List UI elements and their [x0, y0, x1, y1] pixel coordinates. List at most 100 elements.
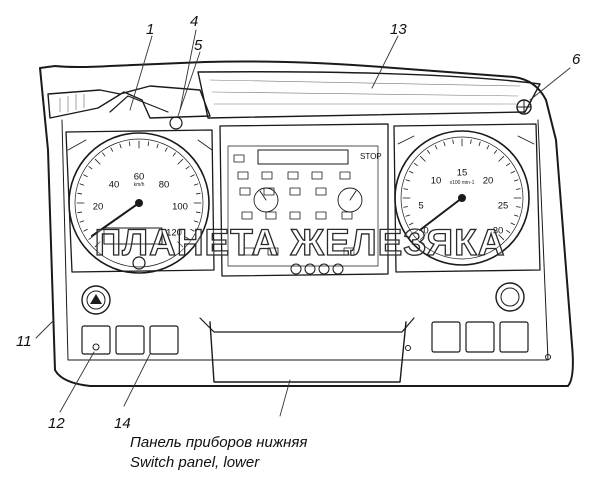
tachometer-hub — [458, 194, 466, 202]
tachometer-tick-label: 25 — [498, 201, 509, 212]
speedometer-hub — [135, 199, 143, 207]
dial-tick — [419, 155, 426, 162]
caption-english: Switch panel, lower — [130, 454, 260, 471]
right-round-switch — [495, 282, 525, 312]
tachometer-needle — [419, 197, 463, 231]
callout-4: 4 — [190, 13, 198, 30]
lower-panel-recess — [199, 317, 415, 333]
left-bracket-hatch — [59, 93, 85, 113]
dial-tick — [405, 214, 411, 217]
dial-tick — [77, 211, 83, 214]
dial-tick — [88, 166, 93, 170]
dial-tick — [515, 188, 521, 190]
dial-tick — [164, 147, 168, 152]
dial-tick — [403, 188, 409, 190]
dial-tick — [83, 228, 88, 232]
dial-tick — [478, 141, 481, 147]
leader-lines — [35, 29, 571, 417]
dial-tick — [156, 143, 159, 149]
hazard-switch-inner — [86, 290, 106, 310]
hood-shade — [209, 79, 521, 105]
panel-screw-right — [545, 354, 551, 360]
tachometer-tick-marks — [402, 138, 522, 241]
dial-tick — [193, 220, 199, 223]
tachometer-tick-label: 5 — [418, 201, 423, 212]
dial-tick — [413, 229, 418, 234]
dial-tick — [147, 141, 150, 147]
tachometer-tick-label: 0 — [423, 226, 428, 237]
speedo-bezel-slants — [67, 139, 213, 151]
housing-inner-outline — [61, 119, 549, 361]
dial-tick — [510, 170, 515, 174]
bottom-indicator-row — [290, 263, 344, 275]
tachometer-dial — [394, 130, 530, 266]
speedometer-tick-label: 80 — [159, 180, 170, 191]
dial-tick — [172, 152, 176, 157]
odometer-window — [103, 227, 163, 245]
speedometer-tick-marks — [76, 140, 202, 248]
center-display — [257, 149, 349, 165]
right-switch-block — [431, 321, 529, 353]
dial-tick — [177, 158, 184, 165]
dial-tick — [403, 206, 409, 208]
right-round-switch-inner — [500, 287, 520, 307]
dial-tick — [498, 234, 505, 241]
dial-tick — [443, 141, 446, 147]
lower-panel-tray — [209, 321, 407, 383]
dial-tick — [506, 162, 511, 167]
dial-tick — [94, 158, 101, 165]
speedo-bezel — [65, 129, 215, 273]
speedometer-inner-ring — [74, 138, 204, 268]
hood-cover — [197, 71, 541, 119]
callout-12: 12 — [48, 415, 65, 432]
center-module — [219, 123, 389, 277]
left-switch-block — [81, 325, 179, 355]
left-bracket — [47, 85, 211, 119]
callout-1: 1 — [146, 21, 154, 38]
dial-tick — [193, 183, 199, 186]
callout-14: 14 — [114, 415, 131, 432]
speedometer-tick-label: 100 — [172, 202, 188, 213]
dial-tick — [493, 149, 498, 154]
dial-tick — [498, 155, 505, 162]
dial-tick — [128, 141, 131, 147]
hazard-switch — [81, 285, 111, 315]
panel-light-icon — [92, 343, 100, 351]
indicator-cap — [169, 116, 183, 130]
mini-gauge-needles — [259, 190, 357, 201]
tacho-bezel-slants — [397, 135, 535, 145]
dial-tick — [452, 139, 454, 145]
dial-tick — [94, 241, 101, 248]
dial-tick — [79, 183, 85, 186]
stop-label: STOP — [360, 152, 382, 161]
dial-tick — [190, 228, 195, 232]
dial-tick — [513, 179, 519, 182]
speedometer-tick-label: 120 — [166, 228, 182, 239]
callout-11: 11 — [16, 333, 32, 350]
dial-tick — [513, 214, 519, 217]
dial-tick — [510, 222, 515, 226]
top-right-knob — [516, 99, 532, 115]
dial-tick — [419, 234, 426, 241]
dial-tick — [119, 143, 122, 149]
dial-tick — [409, 222, 414, 226]
dial-tick — [515, 206, 521, 208]
dial-tick — [88, 236, 93, 240]
bracket-arm — [109, 95, 169, 113]
callout-5: 5 — [194, 37, 203, 54]
dial-tick — [102, 152, 106, 157]
dial-tick — [434, 145, 438, 150]
watermark-text: ПЛАНЕТА ЖЕЛЕЗЯКА — [94, 221, 506, 263]
tachometer-inner-ring — [400, 136, 524, 260]
mini-gauge-right — [337, 187, 363, 213]
knob-cross — [517, 100, 531, 114]
dial-tick — [79, 220, 85, 223]
dial-tick — [506, 229, 511, 234]
hazard-triangle-icon — [90, 294, 102, 304]
center-grid-frame — [227, 145, 379, 267]
tachometer-tick-label: 15 — [457, 168, 468, 179]
dial-tick — [470, 139, 472, 145]
dial-tick — [185, 166, 190, 170]
speedometer-needle — [91, 202, 140, 237]
